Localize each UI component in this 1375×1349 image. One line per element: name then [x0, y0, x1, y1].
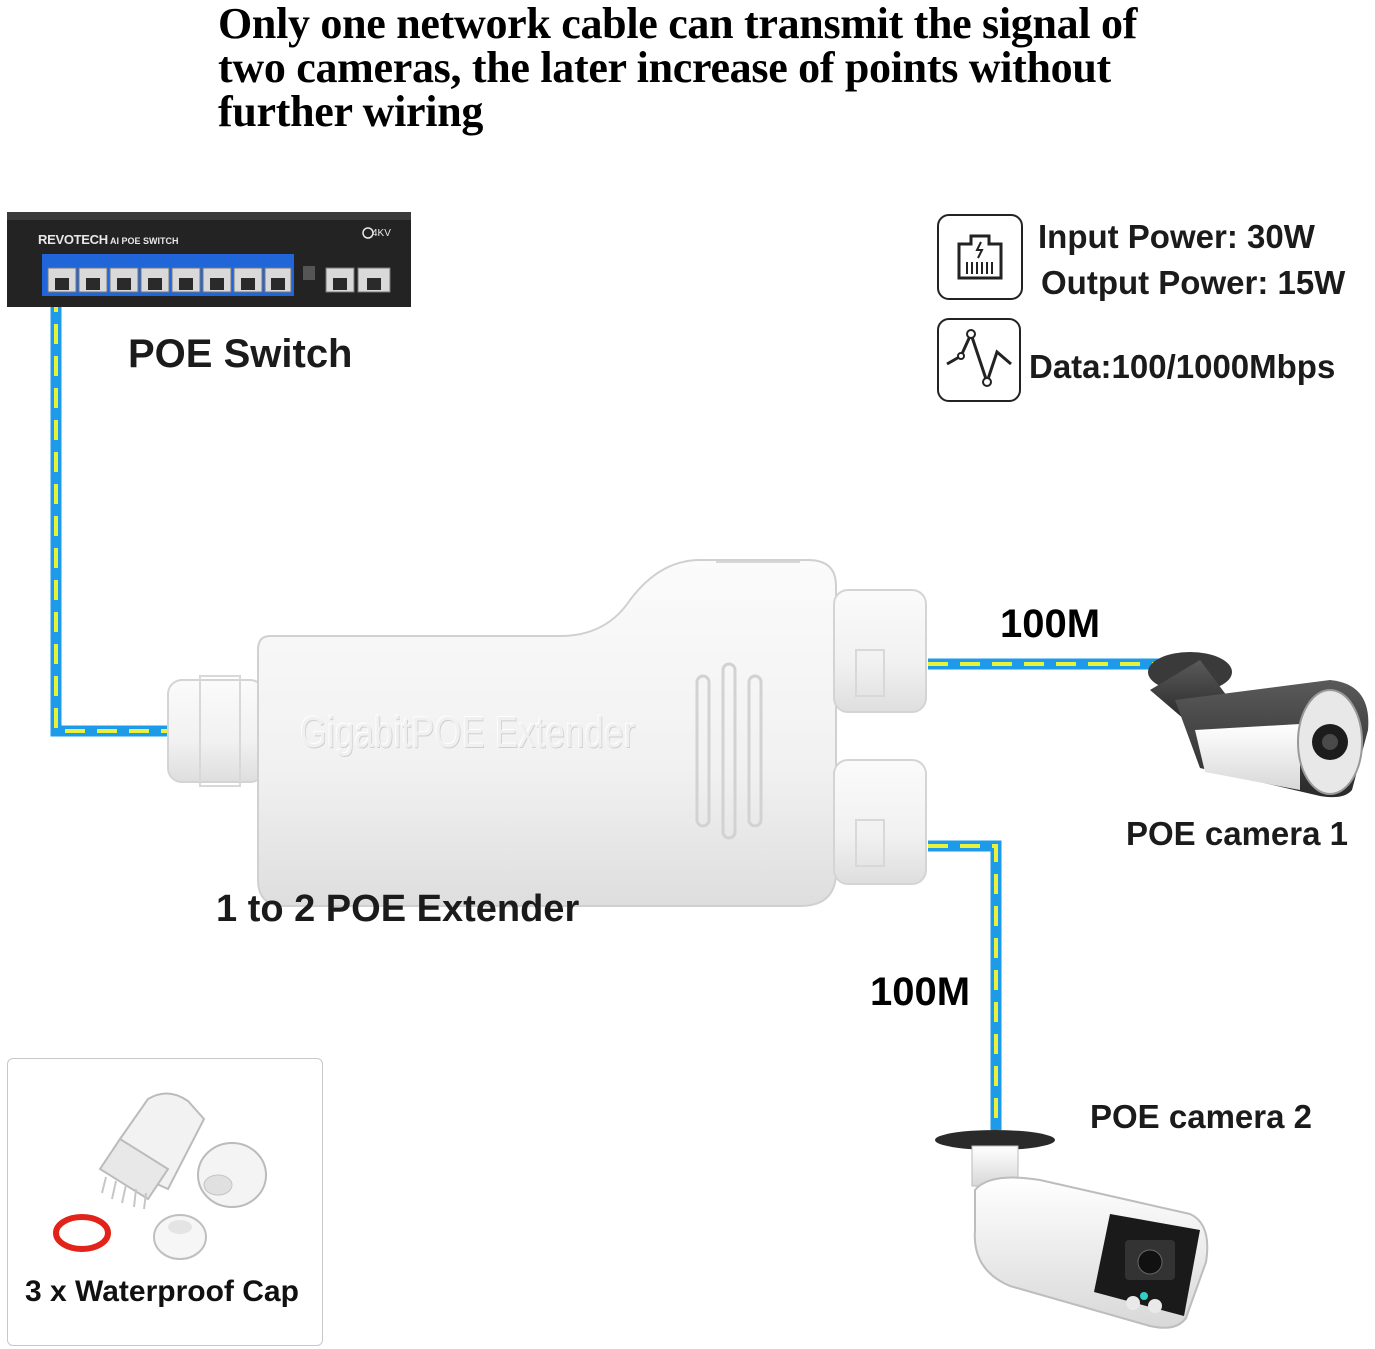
switch-brand: REVOTECH	[38, 232, 108, 247]
waterproof-cap-inset	[7, 1058, 323, 1346]
poe-extender-device	[167, 559, 927, 907]
speed-label-camera-2: 100M	[870, 970, 971, 1014]
headline: Only one network cable can transmit the …	[218, 2, 1318, 134]
poe-camera-2	[935, 1130, 1209, 1329]
headline-line-1: Only one network cable can transmit the …	[218, 0, 1138, 48]
switch-model: AI POE SWITCH	[110, 236, 179, 246]
waterproof-cap-label: 3 x Waterproof Cap	[25, 1275, 299, 1308]
cable-switch-to-extender	[50, 292, 168, 737]
cable-to-camera-2	[928, 840, 1002, 1130]
speed-label-camera-1: 100M	[1000, 602, 1101, 646]
signal-wave-icon	[937, 318, 1021, 402]
extender-label: 1 to 2 POE Extender	[216, 888, 580, 930]
ethernet-port-icon	[937, 214, 1023, 300]
poe-switch	[7, 212, 411, 307]
camera-1-label: POE camera 1	[1126, 815, 1348, 852]
headline-line-3: further wiring	[218, 87, 484, 136]
data-rate-spec: Data:100/1000Mbps	[1029, 348, 1336, 385]
waterproof-cap-illustration	[53, 1092, 267, 1260]
input-power-spec: Input Power: 30W	[1038, 218, 1315, 255]
camera-2-label: POE camera 2	[1090, 1098, 1312, 1135]
poe-camera-1	[1148, 652, 1369, 798]
headline-line-2: two cameras, the later increase of point…	[218, 43, 1111, 92]
extender-body-text: GigabitPOE Extender	[300, 708, 636, 757]
output-power-spec: Output Power: 15W	[1041, 264, 1346, 301]
switch-surge-rating: 4KV	[372, 228, 391, 239]
switch-label: POE Switch	[128, 332, 353, 376]
